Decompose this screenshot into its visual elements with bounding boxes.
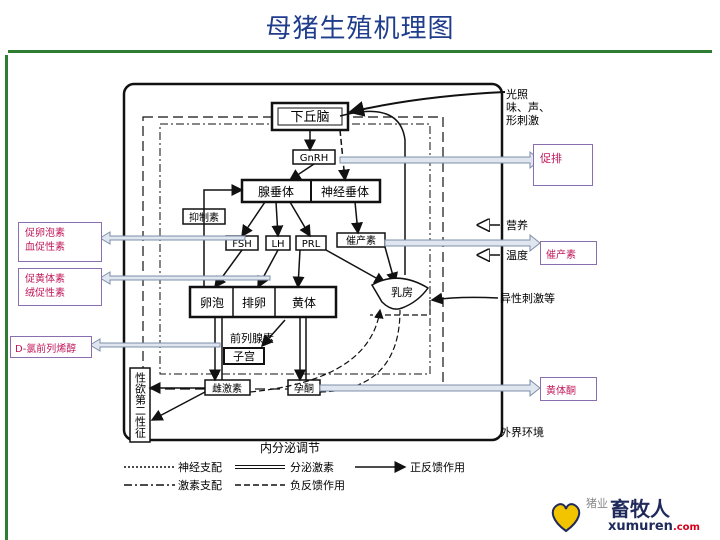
sexual-behavior-label: 性欲第二性征 (134, 371, 147, 439)
estrogen-label: 雌激素 (212, 382, 242, 395)
watermark-site: xumuren (608, 519, 673, 534)
external-factors: 光照 味、声、 形刺激 营养 温度 异性刺激等 外界环境 (500, 87, 555, 439)
mammary-shape: 乳房 (370, 277, 430, 310)
light-smell-label: 光照 (506, 87, 528, 101)
annotation-fsh-line1: 促卵泡素 (25, 228, 65, 239)
mammary-label: 乳房 (391, 286, 413, 299)
uterus-label: 子宫 (233, 349, 255, 363)
lh-label: LH (271, 239, 284, 250)
outer-frame (122, 82, 504, 442)
annotation-progesterone: 黄体酮 (540, 377, 597, 401)
external-env-label: 外界环境 (500, 425, 544, 439)
light-smell-label-2: 味、声、 (506, 100, 550, 114)
hypothalamus-label: 下丘脑 (290, 110, 329, 125)
annotation-estradiol-text: D-氯前列烯醇 (15, 344, 77, 355)
estrogen-box: 雌激素 (204, 379, 251, 396)
watermark-tagline: 猪业 (586, 497, 608, 510)
hypothalamus-box: 下丘脑 (270, 101, 350, 132)
annotation-lh-line1: 促黄体素 (25, 274, 65, 285)
sexual-behavior-box: 性欲第二性征 (129, 367, 151, 443)
title-divider (8, 50, 712, 53)
oxytocin-box: 催产素 (336, 232, 386, 248)
progesterone-label: 孕酮 (294, 383, 314, 395)
ovary-box: 卵泡 排卵 黄体 (188, 285, 338, 319)
lh-box: LH (265, 235, 291, 251)
light-smell-label-3: 形刺激 (506, 113, 539, 127)
follicle-label: 卵泡 (200, 296, 224, 310)
endocrine-caption: 内分泌调节 (260, 441, 320, 455)
legend-secretion: 分泌激素 (290, 460, 334, 474)
annotation-estradiol: D-氯前列烯醇 (10, 336, 92, 358)
temperature-label: 温度 (506, 248, 528, 262)
prostaglandin-label: 前列腺素 (230, 331, 274, 345)
adenohypophysis-label: 腺垂体 (258, 185, 294, 199)
annotation-progesterone-text: 黄体酮 (546, 386, 576, 397)
pituitary-box: 腺垂体 神经垂体 (240, 178, 382, 204)
corpus-luteum-label: 黄体 (292, 296, 316, 310)
legend-neural: 神经支配 (178, 460, 222, 474)
uterus-box: 子宫 (223, 347, 265, 365)
legend-hormonal: 激素支配 (178, 478, 222, 492)
prl-box: PRL (295, 235, 327, 251)
gnrh-label: GnRH (300, 153, 329, 164)
ovulation-label: 排卵 (242, 296, 266, 310)
page-title: 母猪生殖机理图 (265, 14, 455, 44)
opposite-sex-label: 异性刺激等 (500, 291, 555, 305)
annotation-promote-release-text: 促排 (540, 152, 562, 165)
watermark-brand: 畜牧人 (610, 497, 670, 521)
legend: 神经支配 分泌激素 正反馈作用 激素支配 负反馈作用 (124, 460, 465, 492)
heart-logo-icon (551, 503, 581, 533)
watermark: 猪业 畜牧人 xumuren.com (548, 495, 718, 537)
annotation-oxytocin: 催产素 (540, 241, 597, 265)
annotation-lh: 促黄体素 绒促性素 (18, 268, 102, 306)
neurohypophysis-label: 神经垂体 (321, 185, 369, 199)
watermark-site-suffix: .com (672, 522, 700, 533)
left-accent-bar (5, 55, 8, 540)
annotation-promote-release: 促排 (533, 144, 593, 186)
annotation-lh-line2: 绒促性素 (25, 288, 65, 299)
legend-positive: 正反馈作用 (410, 461, 465, 474)
annotation-oxytocin-text: 催产素 (546, 250, 576, 261)
legend-negative: 负反馈作用 (290, 478, 345, 492)
oxytocin-label: 催产素 (346, 234, 376, 247)
annotation-fsh: 促卵泡素 血促性素 (18, 222, 102, 262)
prl-label: PRL (302, 239, 321, 250)
fsh-label: FSH (232, 239, 251, 250)
annotation-fsh-line2: 血促性素 (25, 242, 65, 253)
gnrh-box: GnRH (292, 149, 336, 165)
nutrition-label: 营养 (506, 218, 528, 232)
